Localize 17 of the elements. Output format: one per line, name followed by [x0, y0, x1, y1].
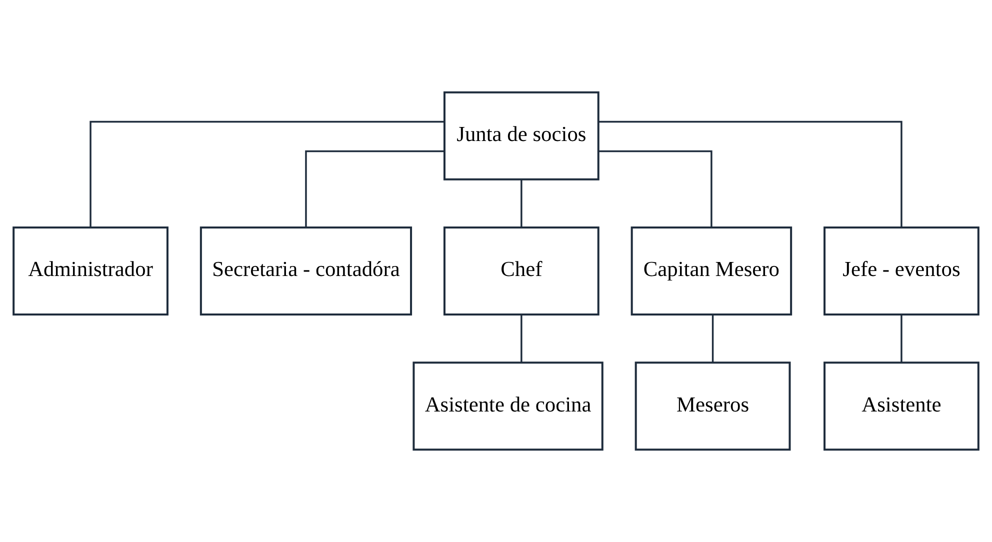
- node-box: Junta de socios: [443, 91, 600, 180]
- connector: [520, 179, 522, 228]
- connector: [520, 314, 522, 362]
- connector: [712, 314, 714, 362]
- connector: [598, 150, 712, 228]
- node-box: Capitan Mesero: [630, 226, 792, 316]
- node-box: Asistente de cocina: [412, 362, 604, 451]
- node-box: Secretaria - contadóra: [200, 226, 412, 316]
- connector: [900, 314, 902, 362]
- connector: [305, 150, 444, 228]
- node-box: Chef: [443, 226, 600, 316]
- node-box: Administrador: [12, 226, 168, 316]
- connector: [598, 120, 902, 228]
- connector: [90, 120, 444, 228]
- node-box: Meseros: [634, 362, 791, 451]
- node-box: Asistente: [824, 362, 980, 451]
- node-box: Jefe - eventos: [824, 226, 980, 316]
